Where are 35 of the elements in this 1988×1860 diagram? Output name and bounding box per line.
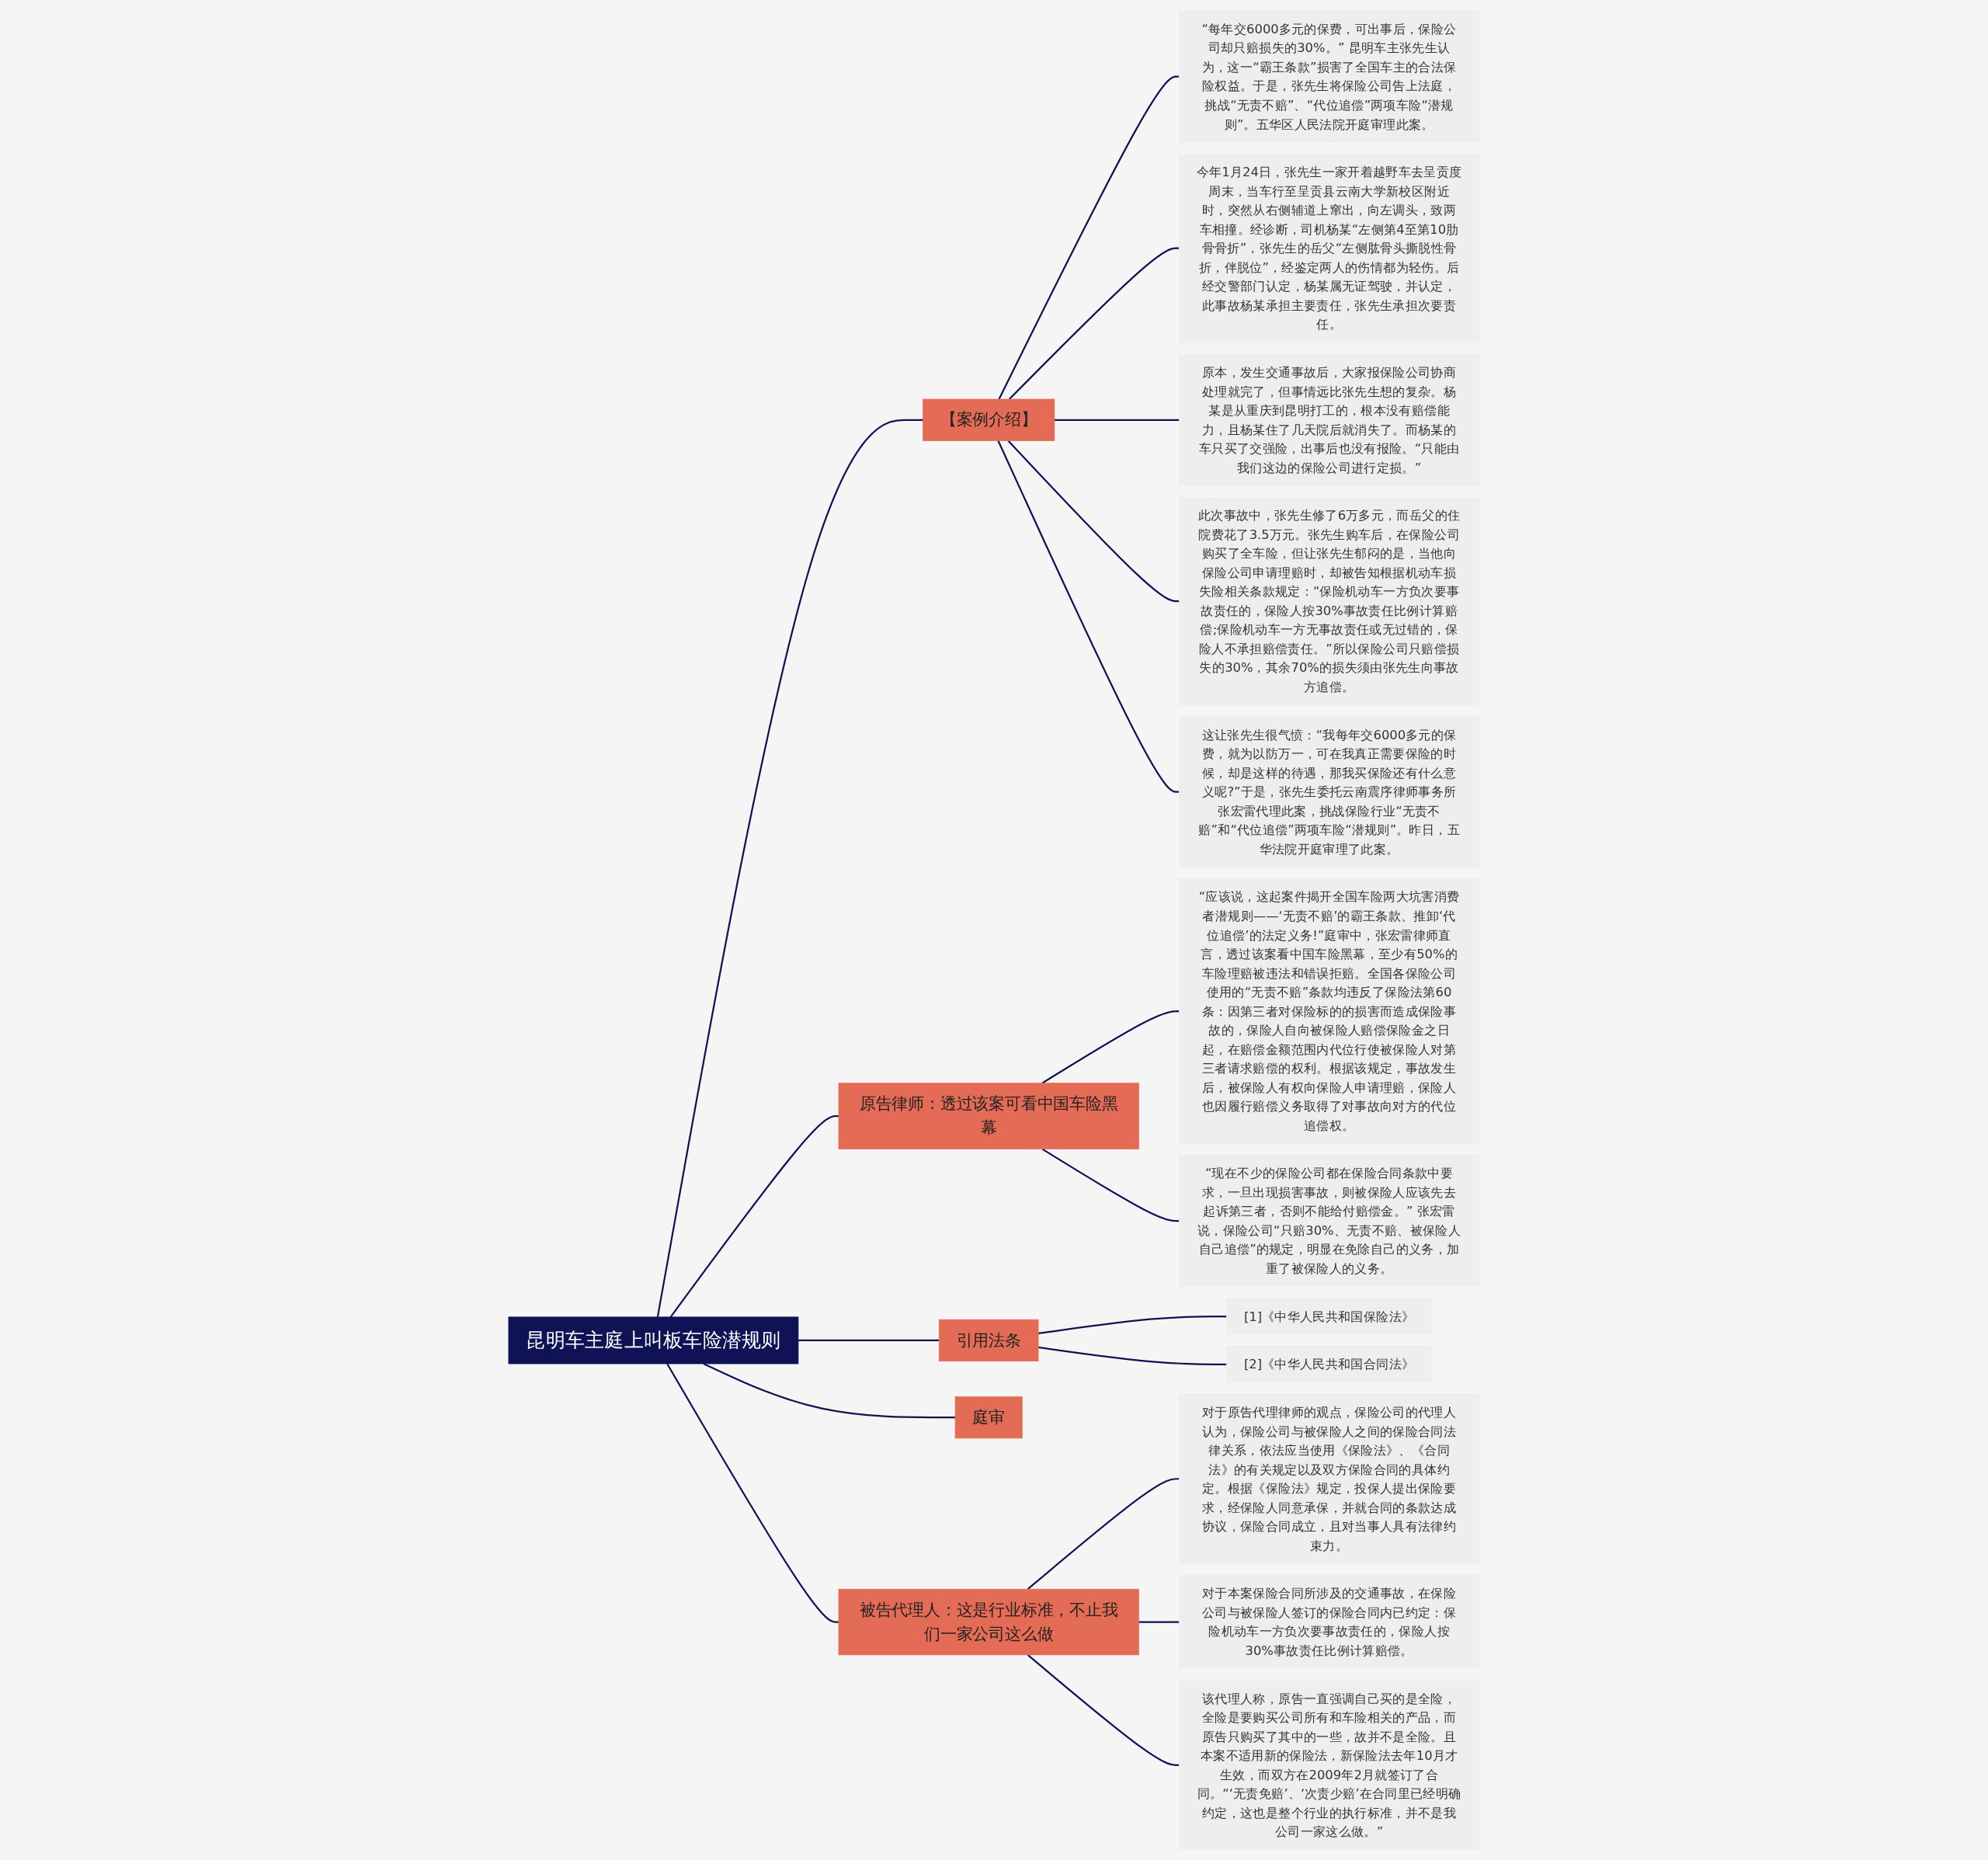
node-box: 昆明车主庭上叫板车险潜规则: [508, 1316, 799, 1364]
node-box: “每年交6000多元的保费，可出事后，保险公司却只赔损失的30%。” 昆明车主张先生认为，这一“霸王条款”损害了全国车主的合法保险权益。于是，张先生将保险公司告上法庭，挑战“无责不赔”、“代位追偿”两项车险“潜规则”。五华区人民法院开庭审理此案。: [1179, 10, 1480, 143]
node-box: 这让张先生很气愤：“我每年交6000多元的保费，就为以防万一，可在我真正需要保险的时候，却是这样的待遇，那我买保险还有什么意义呢?”于是，张先生委托云南震序律师事务所张宏雷代理此案，挑战保险行业“无责不赔”和“代位追偿”两项车险“潜规则”。昨日，五华法院开庭审理了此案。: [1179, 715, 1480, 867]
connector: [1027, 1653, 1180, 1766]
node-box: 庭审: [954, 1396, 1023, 1438]
connector: [1055, 419, 1180, 421]
node-box: “应该说，这起案件揭开全国车险两大坑害消费者潜规则——‘无责不赔’的霸王条款、推卸‘代位追偿’的法定义务!”庭审中，张宏雷律师直言，透过该案看中国车险黑幕，至少有50%的车险理赔被违法和错误拒赔。全国各保险公司使用的“无责不赔”条款均违反了保险法第60条：因第三者对保险标的的损害而造成保险事故的，保险人自向被保险人赔偿保险金之日起，在赔偿金额范围内代位行使被保险人对第三者请求赔偿的权利。根据该规定，事故发生后，被保险人有权向保险人申请理赔，保险人也因履行赔偿义务取得了对事故向对方的代位追偿权。: [1179, 878, 1480, 1144]
node-box: 对于本案保险合同所涉及的交通事故，在保险公司与被保险人签订的保险合同内已约定：保险机动车一方负次要事故责任的，保险人按30%事故责任比例计算赔偿。: [1179, 1574, 1480, 1669]
connector: [656, 419, 923, 1317]
connector: [1009, 247, 1180, 400]
node-box: 原本，发生交通事故后，大家报保险公司协商处理就完了，但事情远比张先生想的复杂。杨某是从重庆到昆明打工的，根本没有赔偿能力，且杨某住了几天院后就消失了。而杨某的车只买了交强险，出事后也没有报险。“只能由我们这边的保险公司进行定损。”: [1179, 353, 1480, 486]
node-box: 此次事故中，张先生修了6万多元，而岳父的住院费花了3.5万元。张先生购车后，在保险公司购买了全车险，但让张先生郁闷的是，当他向保险公司申请理赔时，却被告知根据机动车损失险相关条款规定：“保险机动车一方负次要事故责任的，保险人按30%事故责任比例计算赔偿;保险机动车一方无事故责任或无过错的，保险人不承担赔偿责任。”所以保险公司只赔偿损失的30%，其余70%的损失须由张先生向事故方追偿。: [1179, 496, 1480, 705]
connector: [703, 1362, 956, 1418]
connector: [1041, 1010, 1180, 1084]
node-box: 引用法条: [939, 1319, 1039, 1361]
connector: [666, 1362, 839, 1623]
node-box: 被告代理人：这是行业标准，不止我们一家公司这么做: [838, 1588, 1139, 1655]
connector: [997, 440, 1180, 793]
connector: [669, 1114, 839, 1317]
connector: [998, 75, 1180, 399]
node-box: “现在不少的保险公司都在保险合同条款中要求，一旦出现损害事故，则被保险人应该先去起诉第三者，否则不能给付赔偿金。” 张宏雷说，保险公司“只赔30%、无责不赔、被保险人自己追偿”的规定，明显在免除自己的义务，加重了被保险人的义务。: [1179, 1154, 1480, 1287]
connector: [1027, 1477, 1180, 1590]
connector: [798, 1339, 940, 1341]
node-box: 今年1月24日，张先生一家开着越野车去呈贡度周末，当车行至呈贡县云南大学新校区附近时，突然从右侧辅道上窜出，向左调头，致两车相撞。经诊断，司机杨某“左侧第4至第10肋骨骨折”，张先生的岳父“左侧肱骨头撕脱性骨折，伴脱位”，经鉴定两人的伤情都为轻伤。后经交警部门认定，杨某属无证驾驶，并认定，此事故杨某承担主要责任，张先生承担次要责任。: [1179, 153, 1480, 343]
node-box: 对于原告代理律师的观点，保险公司的代理人认为，保险公司与被保险人之间的保险合同法律关系，依法应当使用《保险法》、《合同法》的有关规定以及双方保险合同的具体约定。根据《保险法》规定，投保人提出保险要求，经保险人同意承保，并就合同的条款达成协议，保险合同成立，且对当事人具有法律约束力。: [1179, 1393, 1480, 1564]
connector: [1138, 1620, 1180, 1623]
node-box: 原告律师：透过该案可看中国车险黑幕: [838, 1082, 1139, 1149]
connector: [1007, 440, 1180, 602]
connector: [1038, 1346, 1227, 1365]
connector: [1038, 1315, 1227, 1334]
node-box: 【案例介绍】: [923, 398, 1055, 441]
connector: [1041, 1147, 1180, 1222]
node-box: [2]《中华人民共和国合同法》: [1226, 1345, 1433, 1383]
node-box: 该代理人称，原告一直强调自己买的是全险，全险是要购买公司所有和车险相关的产品，而原告只购买了其中的一些，故并不是全险。且本案不适用新的保险法，新保险法去年10月才生效，而双方在2009年2月就签订了合同。“‘无责免赔’、‘次责少赔’在合同里已经明确约定，这也是整个行业的执行标准，并不是我公司一家这么做。”: [1179, 1679, 1480, 1850]
node-box: [1]《中华人民共和国保险法》: [1226, 1297, 1433, 1335]
